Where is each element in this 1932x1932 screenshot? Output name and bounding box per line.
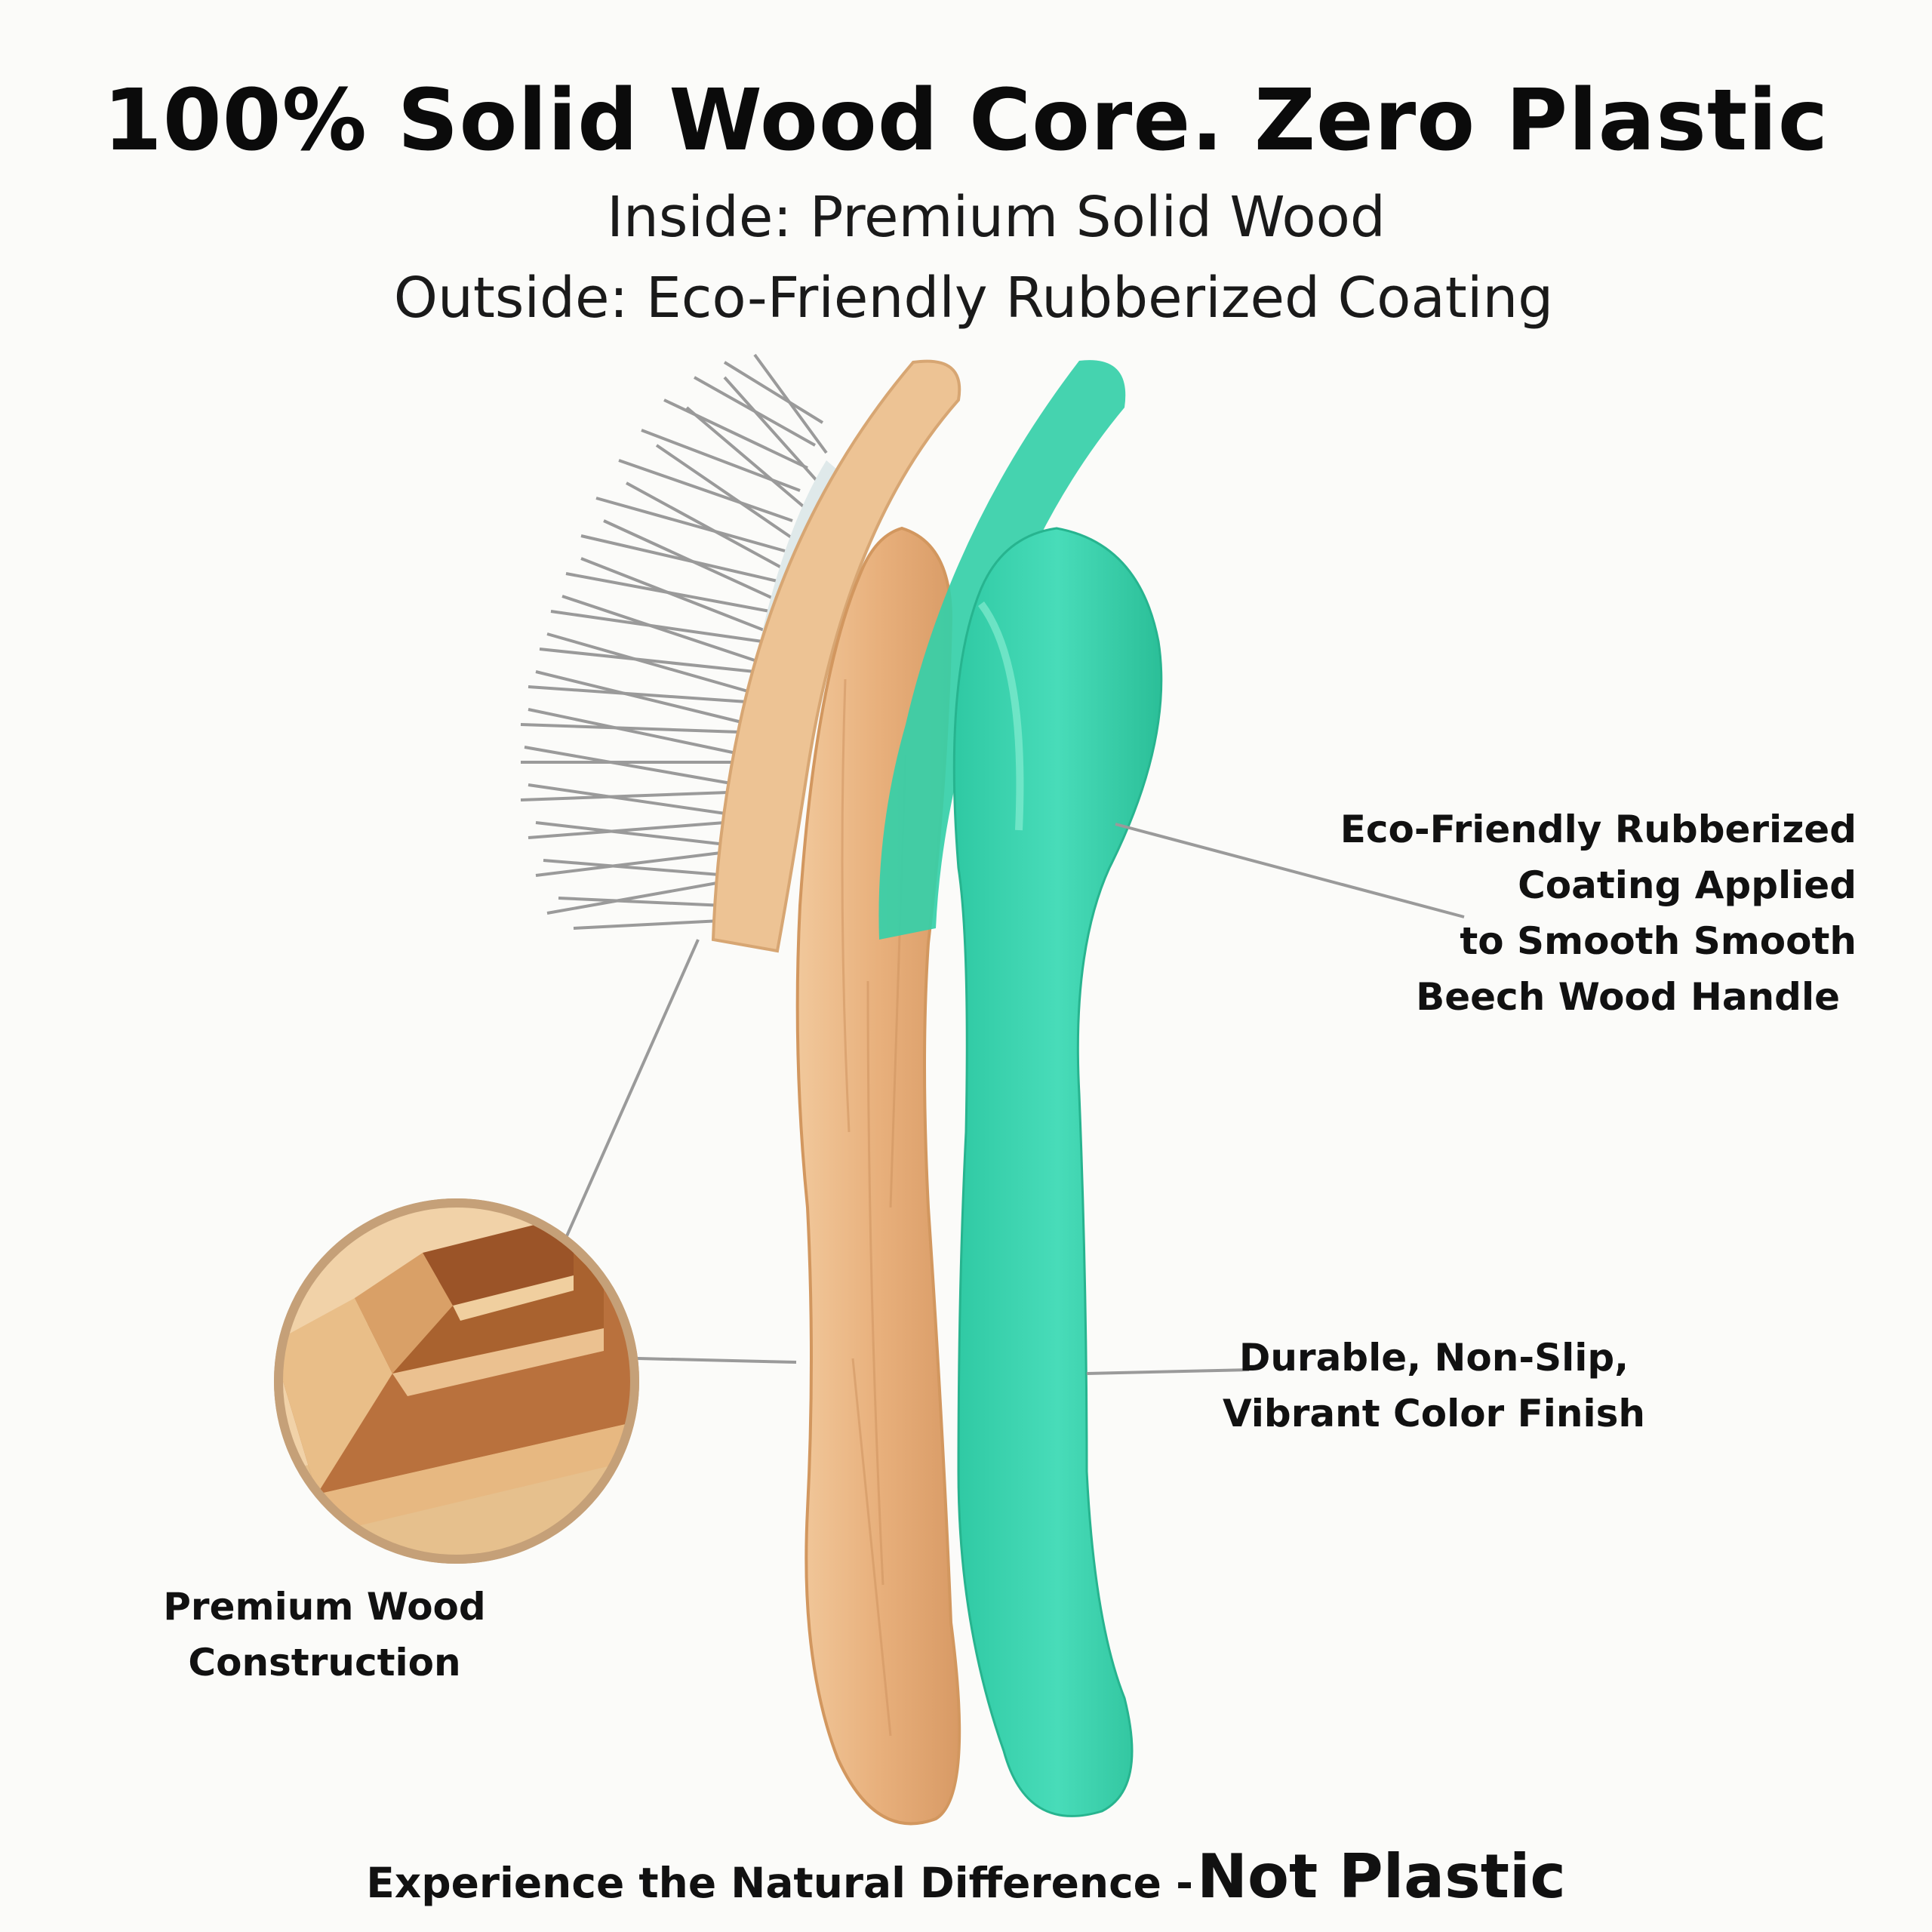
construction-callout: Premium Wood Construction xyxy=(113,1579,536,1690)
wood-brush-head xyxy=(711,359,961,953)
coating-callout-line: Coating Applied xyxy=(1518,863,1857,907)
footer-tagline: Experience the Natural Difference - Not … xyxy=(0,1841,1932,1912)
subtitle-inside: Inside: Premium Solid Wood xyxy=(607,185,1386,250)
footer-lead: Experience the Natural Difference - xyxy=(366,1859,1193,1907)
construction-callout-line: Construction xyxy=(188,1641,461,1684)
coated-brush-head xyxy=(878,360,1126,940)
coating-callout-line: Beech Wood Handle xyxy=(1416,975,1840,1019)
coating-callout-line: to Smooth Smooth xyxy=(1460,919,1857,963)
construction-callout-line: Premium Wood xyxy=(163,1585,486,1629)
coating-callout-line: Eco-Friendly Rubberized xyxy=(1340,808,1857,851)
page-title: 100% Solid Wood Core. Zero Plastic xyxy=(103,72,1829,170)
wood-layers-detail xyxy=(274,1198,639,1564)
finish-callout-line: Vibrant Color Finish xyxy=(1222,1392,1646,1435)
finish-callout: Durable, Non-Slip, Vibrant Color Finish xyxy=(1177,1330,1690,1441)
coated-handle xyxy=(952,527,1163,1817)
pin-bristles xyxy=(520,353,828,930)
finish-callout-line: Durable, Non-Slip, xyxy=(1238,1336,1629,1380)
leader-lines xyxy=(565,823,1465,1375)
subtitle-outside: Outside: Eco-Friendly Rubberized Coating xyxy=(393,266,1554,331)
coating-callout: Eco-Friendly Rubberized Coating Applied … xyxy=(1283,801,1857,1025)
footer-emphasis: Not Plastic xyxy=(1197,1841,1566,1912)
